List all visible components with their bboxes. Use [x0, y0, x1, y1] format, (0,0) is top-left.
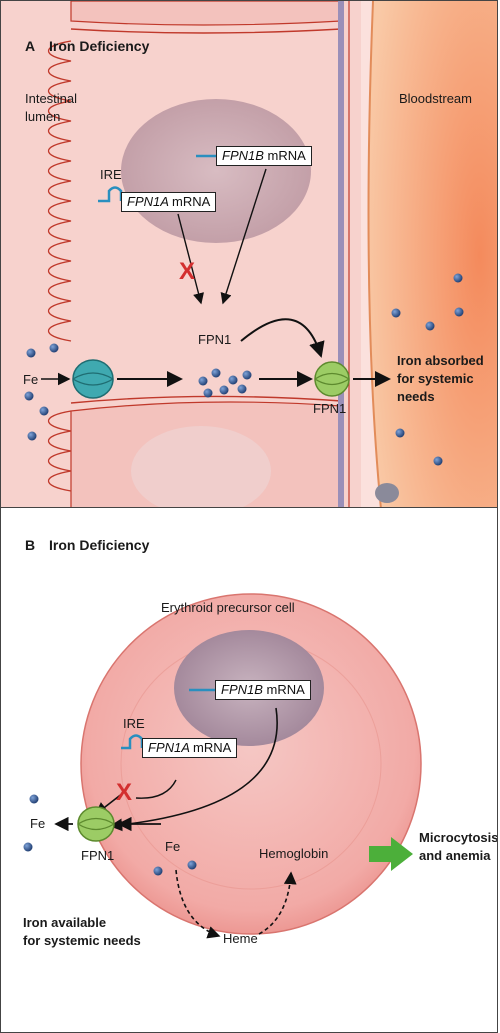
fpn1-protein-label: FPN1 — [198, 332, 232, 347]
panel-b-title: Iron Deficiency — [49, 537, 150, 553]
outcome-line2: for systemic — [397, 371, 474, 386]
blocked-x-mark-b: X — [116, 779, 133, 806]
outcome-line3: needs — [397, 389, 435, 404]
panel-a-letter: A — [25, 38, 36, 54]
outcome-b-line2: and anemia — [419, 848, 491, 863]
intestinal-lumen-label-line1: Intestinal — [25, 91, 78, 106]
panel-a-illustration — [1, 1, 497, 507]
dmt1-transporter-icon — [72, 359, 114, 399]
fpn1b-mrna-box: FPN1B mRNA — [216, 146, 312, 166]
panel-a-title: Iron Deficiency — [49, 38, 150, 54]
fe-label: Fe — [23, 372, 39, 387]
panel-b-illustration — [23, 593, 422, 939]
fpn1-transporter-icon — [314, 361, 350, 397]
ire-label: IRE — [100, 167, 122, 182]
fpn1a-mrna-box: FPN1A mRNA — [121, 192, 217, 212]
outcome-line1: Iron absorbed — [397, 353, 484, 368]
iron-dots-b — [23, 794, 197, 876]
fe-out-label: Fe — [30, 816, 46, 831]
fpn1a-gene-name: FPN1A — [127, 194, 169, 209]
fpn1b-gene-name-b: FPN1B — [221, 682, 263, 697]
fpn1-transporter-icon — [77, 806, 115, 842]
outcome-arrow-icon — [369, 837, 413, 871]
erythroid-cell-body — [80, 593, 422, 935]
blocked-x-mark: X — [179, 258, 196, 285]
panel-b: B Iron Deficiency Erythroid precursor ce… — [0, 507, 498, 1033]
fpn1a-gene-name-b: FPN1A — [148, 740, 190, 755]
fpn1a-mrna-suffix-b: mRNA — [193, 740, 232, 755]
heme-label: Heme — [223, 931, 258, 946]
fpn1a-mrna-suffix: mRNA — [172, 194, 211, 209]
fpn1b-gene-name: FPN1B — [222, 148, 264, 163]
ire-stem-loop — [98, 186, 123, 203]
fpn1-transporter-label: FPN1 — [313, 401, 347, 416]
panel-b-letter: B — [25, 537, 36, 553]
fpn1b-mrna-suffix-b: mRNA — [266, 682, 305, 697]
fpn1a-mrna-box-b: FPN1A mRNA — [142, 738, 238, 758]
fe-in-label: Fe — [165, 839, 181, 854]
bloodstream-label: Bloodstream — [399, 91, 472, 106]
iron-available-line2: for systemic needs — [23, 933, 141, 948]
cell-label: Erythroid precursor cell — [161, 600, 295, 615]
iron-dots — [24, 273, 464, 466]
iron-available-line1: Iron available — [23, 915, 107, 930]
fpn1b-mrna-box-b: FPN1B mRNA — [215, 680, 311, 700]
panel-a: A Iron Deficiency Intestinal lumen Blood… — [0, 0, 498, 508]
hemoglobin-label: Hemoglobin — [259, 846, 329, 861]
outcome-b-line1: Microcytosis — [419, 830, 498, 845]
fpn1-label-b: FPN1 — [81, 848, 115, 863]
ire-label-b: IRE — [123, 716, 145, 731]
fpn1b-mrna-suffix: mRNA — [267, 148, 306, 163]
intestinal-lumen-label-line2: lumen — [25, 109, 61, 124]
